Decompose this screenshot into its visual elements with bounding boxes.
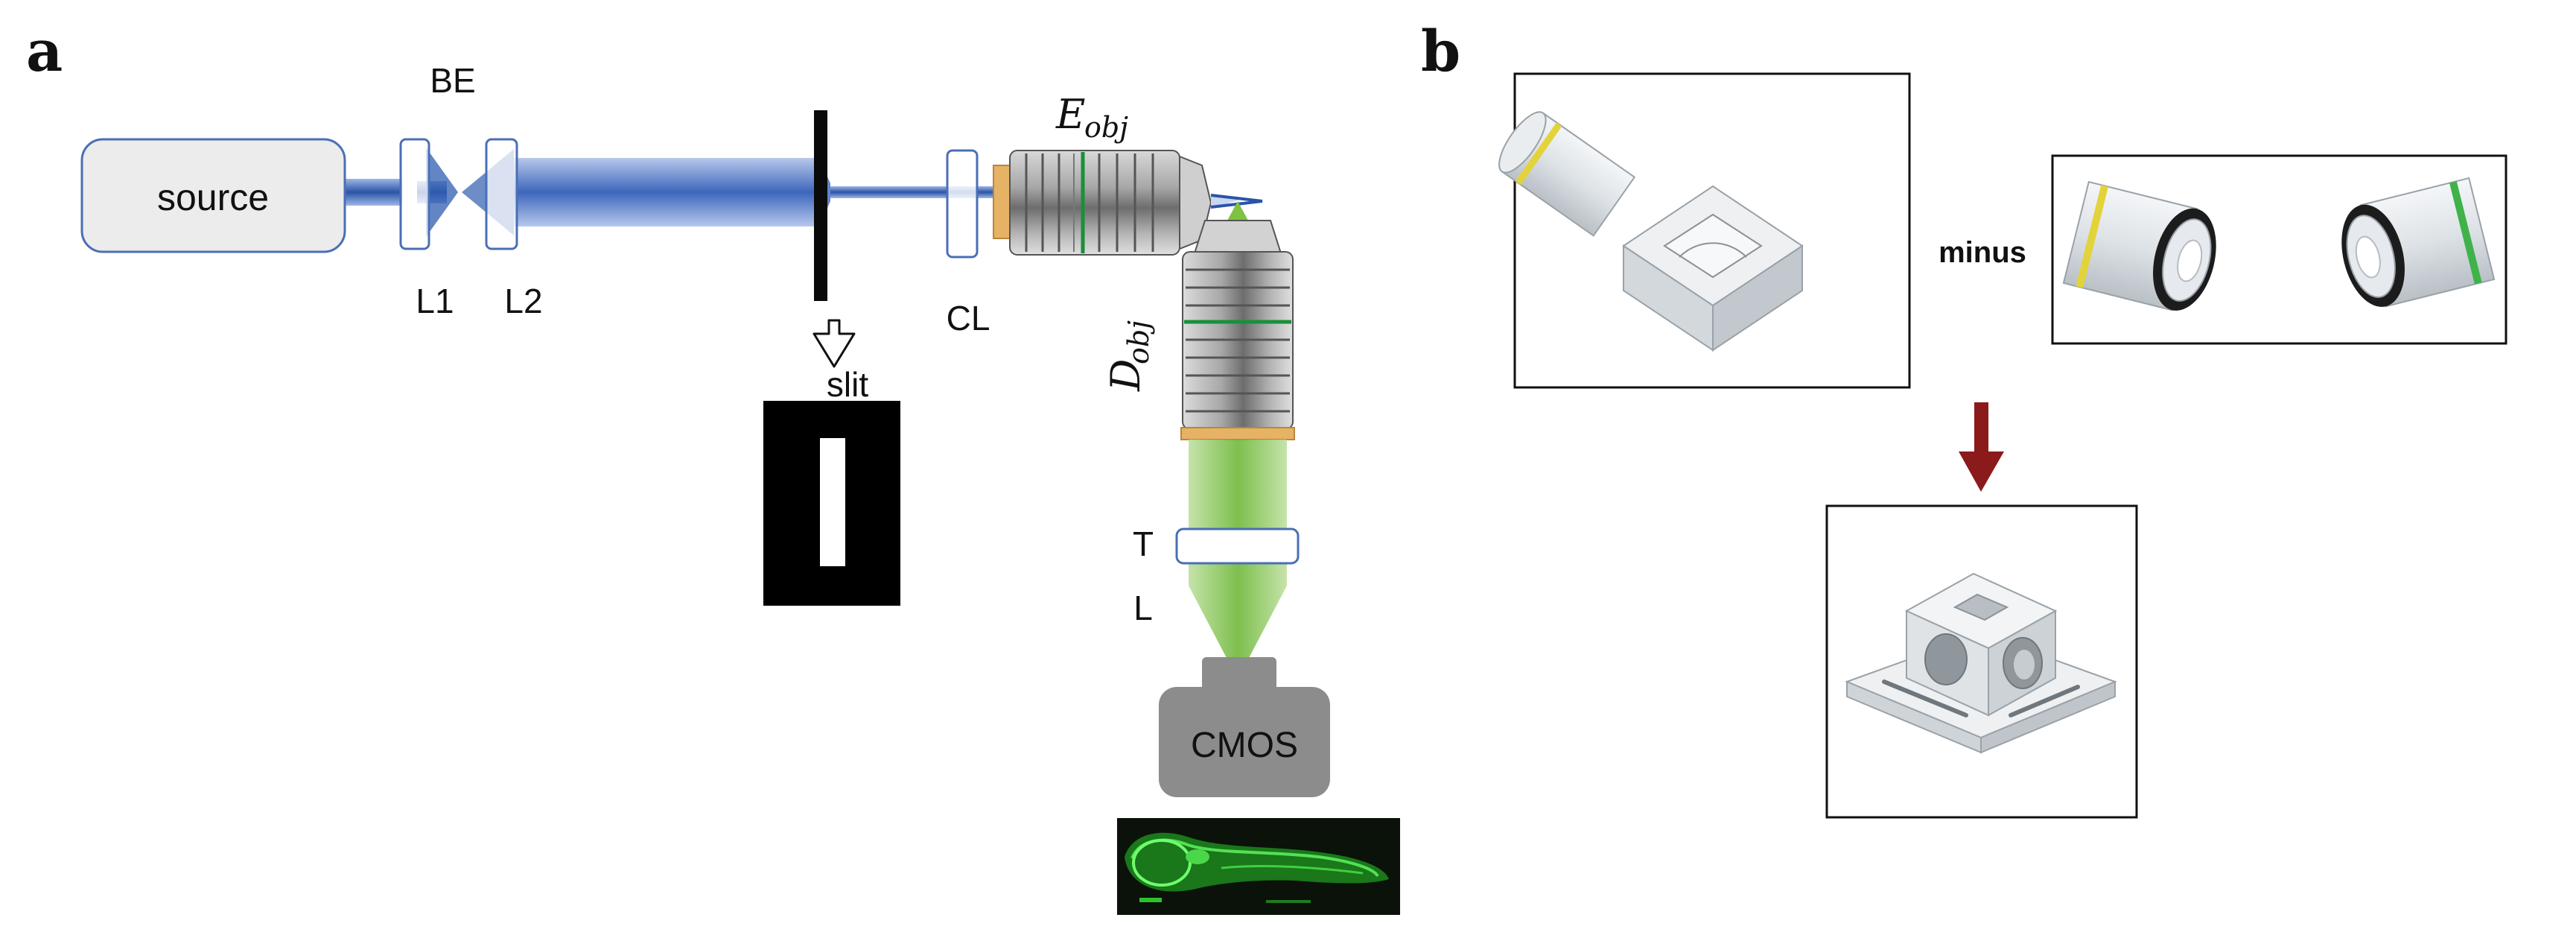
- tl-label-top: T: [1133, 525, 1154, 563]
- dobj-subscript: obj: [1122, 320, 1155, 364]
- laser-beam: [343, 148, 1017, 237]
- lens-l2: [485, 138, 518, 250]
- l2-label: L2: [504, 282, 542, 320]
- objectives-image: [2051, 154, 2507, 345]
- lens-l1: [399, 138, 430, 250]
- minus-label: minus: [1939, 236, 2026, 269]
- beam-expander-label: BE: [430, 61, 475, 100]
- cl-label: CL: [947, 299, 990, 338]
- source-label: source: [157, 177, 269, 218]
- combined-holder-image: [1498, 72, 1911, 389]
- fluorescence-image: [1117, 818, 1400, 915]
- eobj-subscript: obj: [1084, 111, 1128, 144]
- slit-label: slit: [827, 365, 868, 404]
- cmos-camera: [1159, 687, 1330, 797]
- red-down-arrow-icon: [1959, 402, 2004, 492]
- cmos-label: CMOS: [1191, 726, 1298, 765]
- laser-source: [80, 138, 346, 253]
- hollow-down-arrow-icon: [812, 319, 856, 368]
- tl-label-bottom: L: [1133, 589, 1153, 627]
- camera-mount: [1202, 657, 1276, 691]
- panel-a-letter: a: [26, 18, 63, 84]
- panel-b: b minus: [1421, 18, 2507, 819]
- l1-label: L1: [416, 282, 454, 320]
- slit-aperture: [814, 110, 827, 301]
- slit-opening: [820, 438, 845, 566]
- emission-beam: [1189, 440, 1287, 659]
- panel-a: a source BE L1 L2 slit CL: [26, 18, 1400, 915]
- eobj-label: E: [1055, 91, 1085, 138]
- holder-base-image: [1825, 504, 2138, 819]
- tube-lens: [1175, 527, 1300, 565]
- cylindrical-lens: [946, 149, 979, 259]
- detection-objective: [1180, 201, 1295, 440]
- dobj-label: D: [1102, 359, 1149, 392]
- panel-b-letter: b: [1421, 18, 1460, 84]
